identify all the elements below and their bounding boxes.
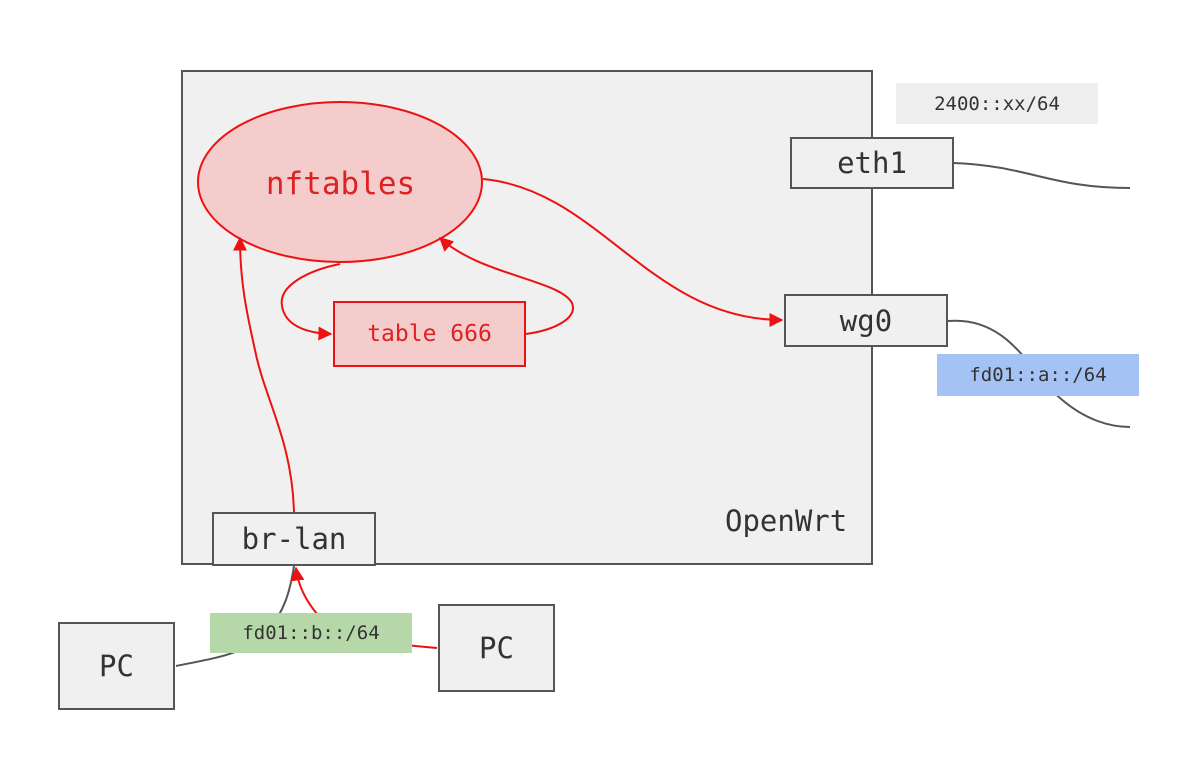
openwrt-label: OpenWrt xyxy=(725,504,848,538)
pc-right-box: PC xyxy=(438,604,555,692)
nftables-label: nftables xyxy=(265,166,416,202)
br-lan-interface: br-lan xyxy=(212,512,376,566)
lan-prefix-badge: fd01::b::/64 xyxy=(210,613,412,653)
wg0-interface: wg0 xyxy=(784,294,948,347)
wan-prefix-badge: 2400::xx/64 xyxy=(896,83,1098,124)
eth1-interface: eth1 xyxy=(790,137,954,189)
wg-prefix-badge: fd01::a::/64 xyxy=(937,354,1139,396)
table-666-box: table 666 xyxy=(333,301,526,367)
pc-left-box: PC xyxy=(58,622,175,710)
eth1-uplink-line xyxy=(953,162,1131,189)
